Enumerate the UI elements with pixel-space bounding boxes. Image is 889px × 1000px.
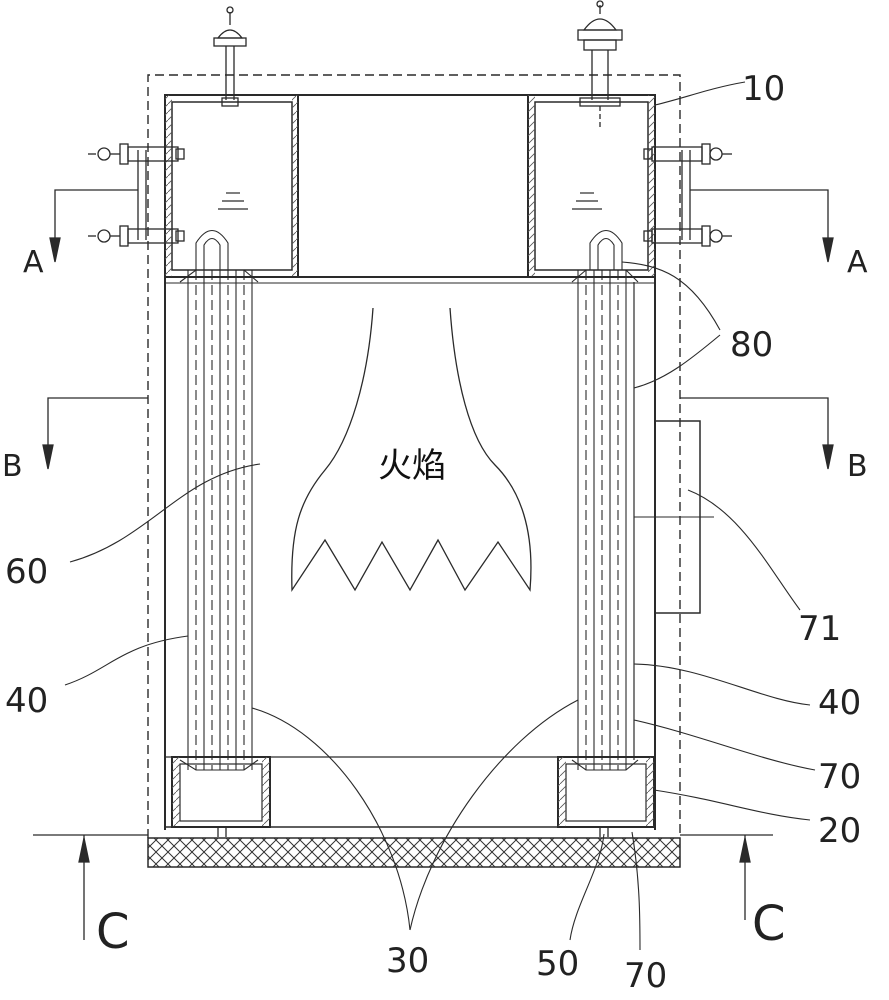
label-30: 30	[386, 941, 429, 981]
section-b-right: B	[847, 449, 868, 484]
left-tube-bundle	[179, 229, 259, 771]
right-side-nozzles	[643, 143, 732, 247]
top-header-tanks	[164, 94, 656, 278]
section-c-left: C	[96, 904, 130, 960]
right-tube-bundle	[571, 229, 639, 771]
insulation-base	[147, 837, 681, 868]
section-a-left: A	[23, 245, 44, 280]
label-70-bottom: 70	[624, 956, 667, 996]
bottom-headers	[165, 756, 655, 837]
label-10: 10	[742, 69, 785, 109]
top-right-valve	[577, 0, 623, 128]
top-left-valve	[213, 6, 247, 107]
label-71: 71	[798, 609, 841, 649]
casing-dashed-outline	[147, 74, 681, 838]
section-a-right: A	[847, 245, 868, 280]
label-40-right: 40	[818, 683, 861, 723]
section-c-right: C	[752, 896, 786, 952]
label-80: 80	[730, 325, 773, 365]
section-a-markers	[49, 189, 834, 263]
label-40-left: 40	[5, 681, 48, 721]
left-side-nozzles	[88, 143, 185, 247]
label-20: 20	[818, 811, 861, 851]
furnace-body	[164, 276, 656, 830]
access-panel	[634, 420, 714, 614]
section-b-left: B	[2, 449, 23, 484]
label-50: 50	[536, 944, 579, 984]
flame-shape	[291, 307, 532, 593]
leader-lines	[64, 81, 816, 951]
flame-label: 火焰	[378, 446, 446, 486]
label-70-side: 70	[818, 757, 861, 797]
section-c-markers	[33, 834, 773, 940]
section-b-markers	[42, 397, 834, 470]
label-60: 60	[5, 552, 48, 592]
